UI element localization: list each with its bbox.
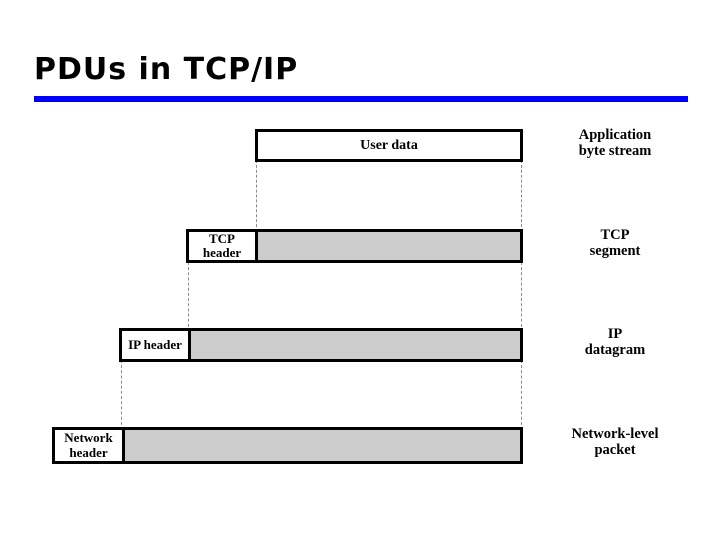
ip-header-cell: IP header <box>122 331 191 359</box>
side-label-ip-datagram: IP datagram <box>584 326 646 359</box>
row-tcp-segment: TCP header <box>186 229 523 263</box>
tcp-payload-cell <box>258 232 520 260</box>
ip-payload-cell <box>191 331 520 359</box>
connector-user-data-left <box>256 160 257 232</box>
title-underline-rule <box>34 96 688 102</box>
page-title: PDUs in TCP/IP <box>34 52 299 87</box>
row-application-byte-stream: User data <box>255 129 523 162</box>
side-label-application-byte-stream: Application byte stream <box>578 127 652 160</box>
tcp-header-cell: TCP header <box>189 231 258 260</box>
connector-user-data-right <box>521 160 522 232</box>
user-data-payload: User data <box>258 132 520 159</box>
row-ip-datagram: IP header <box>119 328 523 362</box>
connector-ip-datagram-right <box>521 360 522 430</box>
side-label-tcp-segment: TCP segment <box>589 227 641 260</box>
network-payload-cell <box>125 430 520 461</box>
connector-tcp-segment-right <box>521 262 522 332</box>
connector-tcp-segment-left <box>188 262 189 332</box>
connector-ip-datagram-left <box>121 360 122 430</box>
side-label-network-level-packet: Network-level packet <box>571 426 659 459</box>
network-header-cell: Network header <box>55 430 125 461</box>
row-network-level-packet: Network header <box>52 427 523 464</box>
